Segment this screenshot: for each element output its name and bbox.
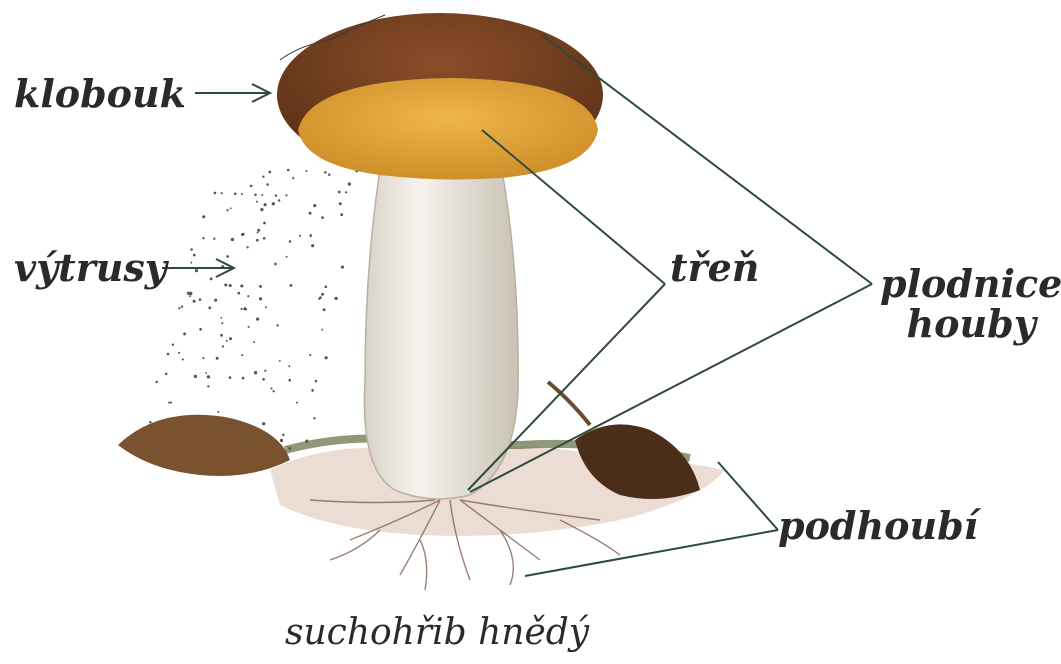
- caption: suchohřib hnědý: [285, 612, 589, 653]
- cap: [277, 13, 603, 179]
- spores: [149, 169, 358, 450]
- label-cap: klobouk: [14, 74, 186, 114]
- label-fruiting-body: plodnice houby: [880, 264, 1061, 344]
- label-fruiting-body-line2: houby: [880, 304, 1061, 344]
- label-fruiting-body-line1: plodnice: [880, 264, 1061, 304]
- label-spores: výtrusy: [14, 248, 167, 288]
- label-mycelium: podhoubí: [778, 506, 978, 546]
- stem: [364, 129, 518, 499]
- label-stem: třeň: [670, 248, 759, 288]
